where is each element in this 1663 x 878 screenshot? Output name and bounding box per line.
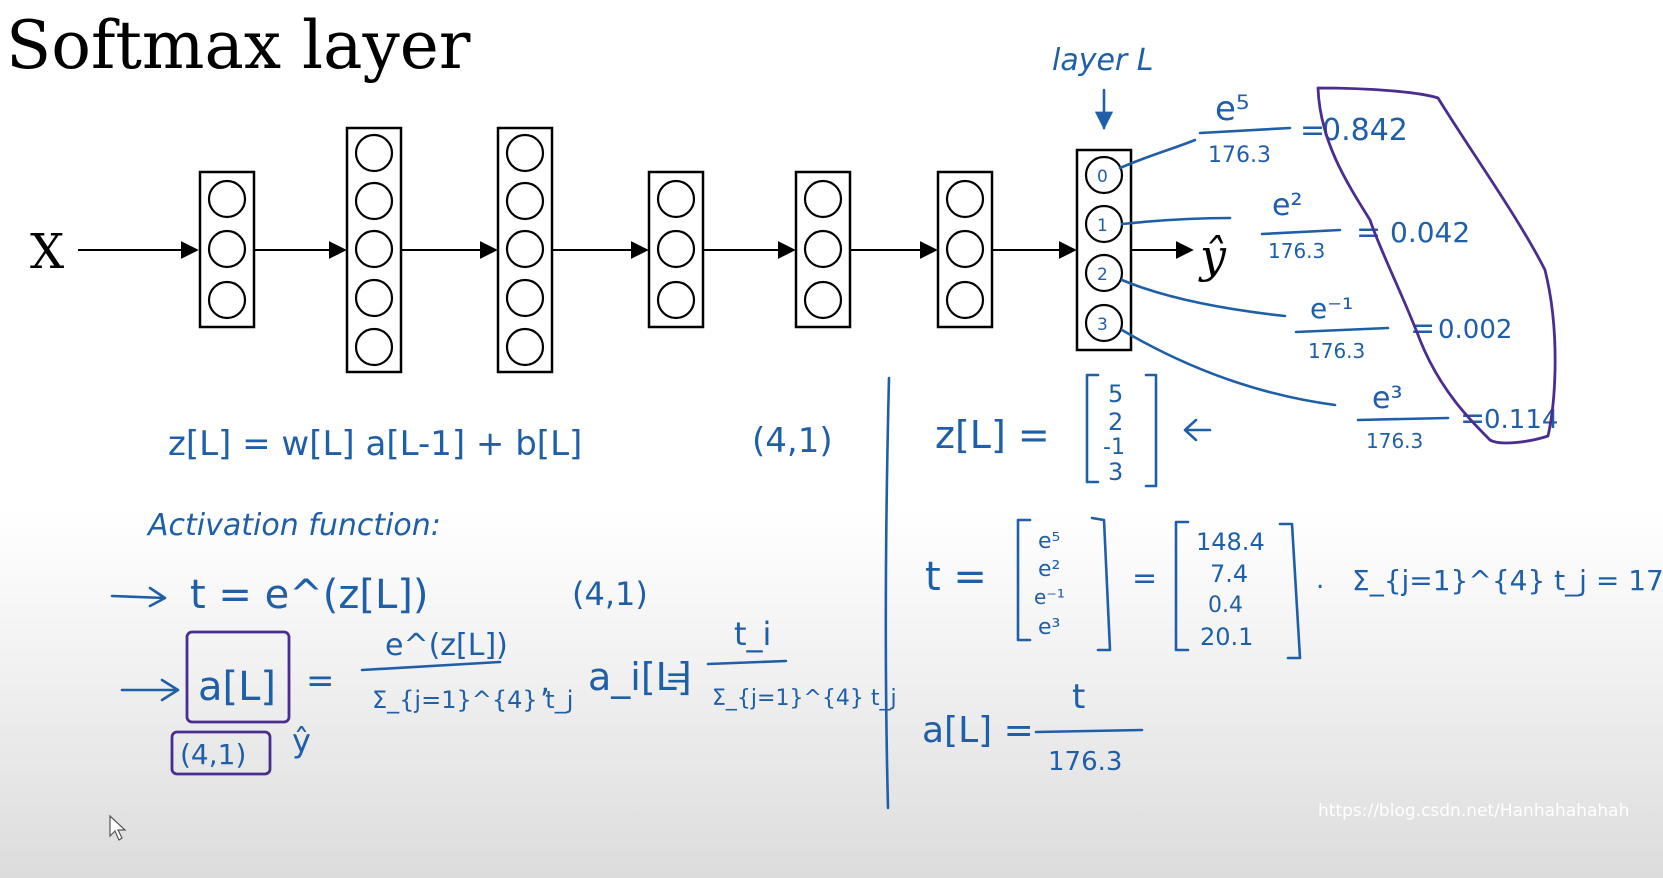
a-dim-highlight-box: [170, 730, 272, 776]
output-1-denominator: 176.3: [1268, 239, 1325, 263]
a-L-numerator: e^(z[L]): [385, 628, 508, 663]
svg-text:=: =: [1356, 215, 1381, 250]
t-vector-0: e⁵: [1038, 529, 1060, 554]
output-layer-L: 0 1 2 3: [1075, 148, 1133, 352]
mouse-cursor-icon: [109, 814, 127, 841]
hidden-layer-6: [936, 170, 994, 329]
t-vector-1: e²: [1038, 557, 1060, 582]
t-value-2: 0.4: [1208, 593, 1243, 618]
right-equations: z[L] = 5 2 -1 3 t = e⁵ e² e⁻¹ e³ = 148.4…: [922, 373, 1663, 777]
output-node-2: 2: [1097, 265, 1108, 285]
output-probabilities: e⁵ 176.3 = 0.842 e² 176.3 = 0.042 e⁻¹ 17…: [1118, 86, 1558, 453]
output-0-denominator: 176.3: [1208, 143, 1271, 168]
z-vector-pointer: [1183, 418, 1212, 442]
t-vector-2: e⁻¹: [1034, 585, 1065, 609]
svg-text:=: =: [1410, 311, 1435, 346]
watermark-text: https://blog.csdn.net/Hanhahahahah: [1318, 801, 1629, 821]
activation-function-label: Activation function:: [146, 508, 441, 543]
output-0-value: 0.842: [1322, 113, 1408, 148]
svg-text:=: =: [1132, 561, 1157, 596]
a-L-lhs: a[L]: [198, 664, 276, 710]
hidden-layer-5: [794, 170, 852, 329]
output-2-numerator: e⁻¹: [1310, 292, 1353, 325]
a-result-numerator: t: [1072, 677, 1085, 717]
output-2-value: 0.002: [1438, 315, 1512, 345]
z-vector-0: 5: [1108, 380, 1123, 408]
svg-text:.: .: [1316, 565, 1324, 595]
hidden-layer-1: [198, 170, 256, 329]
a-i-denominator: Σ_{j=1}^{4} t_j: [712, 686, 897, 711]
z-vector-1: 2: [1108, 408, 1123, 436]
sum-equation: Σ_{j=1}^{4} t_j = 176.3: [1352, 564, 1663, 597]
output-node-3: 3: [1097, 315, 1108, 335]
output-1-numerator: e²: [1272, 188, 1302, 223]
output-3-denominator: 176.3: [1366, 429, 1423, 453]
a-dimension: (4,1): [180, 738, 246, 771]
a-L-denominator: Σ_{j=1}^{4} t_j: [372, 686, 573, 714]
left-equations: z[L] = w[L] a[L-1] + b[L] (4,1) Activati…: [110, 421, 897, 776]
output-2-denominator: 176.3: [1308, 339, 1365, 363]
z-vector-3: 3: [1108, 458, 1123, 486]
z-vector-2: -1: [1103, 435, 1125, 460]
hidden-layer-4: [647, 170, 705, 329]
hidden-layer-3: [496, 126, 554, 374]
a-result-denominator: 176.3: [1048, 747, 1122, 777]
a-i-lhs: a_i[L]: [588, 655, 692, 699]
t-value-0: 148.4: [1196, 528, 1265, 556]
values-highlight-loop: [1316, 86, 1557, 445]
svg-text:=: =: [306, 661, 335, 701]
t-value-1: 7.4: [1210, 560, 1248, 588]
output-0-numerator: e⁵: [1215, 89, 1250, 129]
t-equation: t = e^(z[L]): [190, 572, 428, 618]
t-vector-lhs: t =: [925, 554, 987, 600]
output-node-1: 1: [1097, 216, 1108, 236]
z-equation: z[L] = w[L] a[L-1] + b[L]: [168, 424, 582, 464]
vertical-divider: [884, 376, 891, 810]
t-value-3: 20.1: [1200, 623, 1253, 651]
t-vector-3: e³: [1038, 615, 1060, 640]
a-result-lhs: a[L] =: [922, 710, 1034, 751]
z-dimension: (4,1): [752, 421, 833, 461]
svg-text:,: ,: [540, 662, 550, 700]
input-label: X: [30, 224, 64, 280]
neural-network-diagram: X: [30, 43, 1227, 374]
slide-title: Softmax layer: [6, 7, 471, 84]
output-3-value: 0.114: [1484, 405, 1558, 435]
a-yhat: ŷ: [292, 722, 311, 760]
a-i-numerator: t_i: [734, 615, 771, 653]
layer-L-label: layer L: [1052, 43, 1154, 78]
t-dimension: (4,1): [572, 575, 648, 613]
hidden-layer-2: [345, 126, 403, 374]
output-3-numerator: e³: [1372, 381, 1402, 416]
a-L-highlight-box: [185, 630, 291, 724]
z-vector-lhs: z[L] =: [935, 413, 1050, 457]
output-1-value: 0.042: [1390, 216, 1470, 249]
output-node-0: 0: [1097, 167, 1108, 187]
output-yhat-label: ŷ: [1198, 229, 1227, 283]
svg-text:=: =: [665, 658, 692, 696]
